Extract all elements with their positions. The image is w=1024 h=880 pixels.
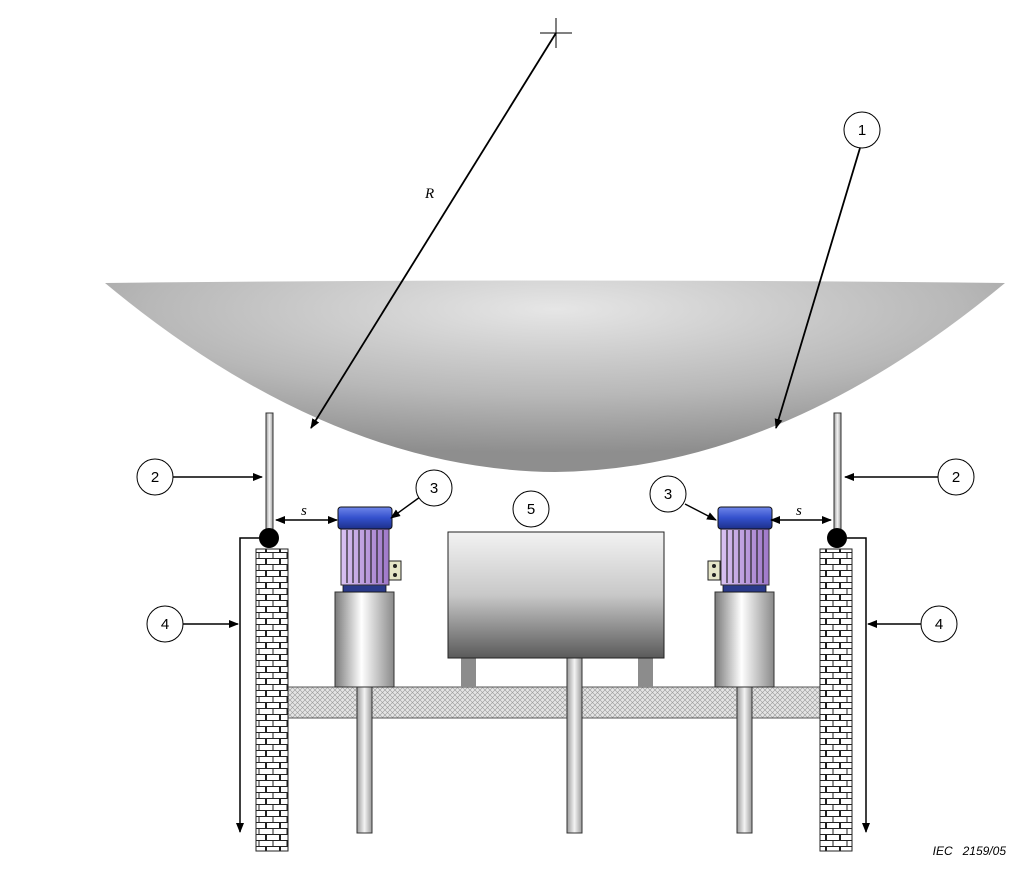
box-foot-right [638,658,653,687]
callout-3-right-leader [684,503,717,521]
down-conductor-left [236,537,259,833]
radius-label: R [424,186,434,202]
callout-3-left: 3 [415,469,453,507]
brick-wall-left [255,548,289,852]
air-termination-rod-right [833,412,842,539]
svg-text:4: 4 [935,616,943,633]
separation-label-left: s [301,503,307,519]
svg-text:1: 1 [858,122,866,139]
callout-1-leader [774,147,861,429]
svg-text:2: 2 [952,469,960,486]
pedestal-left [334,591,395,688]
leg-right [736,686,753,834]
callout-4-right: 4 [920,605,958,643]
radius-arrow [310,32,557,429]
box-foot-left [461,658,476,687]
rod-joint-right [827,528,847,548]
brick-wall-right [819,548,853,852]
svg-text:3: 3 [430,480,438,497]
air-termination-rod-left [265,412,274,539]
svg-text:2: 2 [151,469,159,486]
motor-left [337,506,402,593]
svg-text:4: 4 [161,616,169,633]
svg-text:3: 3 [664,486,672,503]
callout-3-right: 3 [649,475,687,513]
figure-reference: IEC 2159/05 [933,844,1007,858]
down-conductor-right [847,537,870,833]
callout-5: 5 [512,490,550,528]
rod-joint-left [259,528,279,548]
equipment-box [447,531,665,659]
callout-2-right: 2 [937,458,975,496]
leg-center [566,657,583,834]
callout-2-left: 2 [136,458,174,496]
pedestal-right [714,591,775,688]
separation-label-right: s [796,503,802,519]
motor-right [707,506,773,593]
callout-4-left: 4 [146,605,184,643]
svg-text:5: 5 [527,501,535,518]
callout-3-left-leader [390,496,421,519]
callout-1: 1 [843,111,881,149]
leg-left [356,686,373,834]
dish-body [105,280,1005,472]
